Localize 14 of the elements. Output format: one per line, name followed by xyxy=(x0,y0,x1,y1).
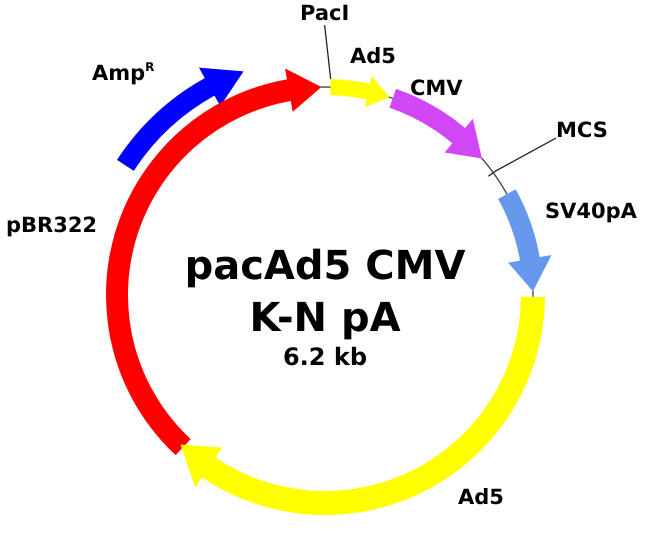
gene-segment xyxy=(180,296,545,515)
site-label: PacI xyxy=(300,2,350,26)
plasmid-size: 6.2 kb xyxy=(282,343,368,371)
feature-label: Ad5 xyxy=(458,486,504,510)
feature-label: SV40pA xyxy=(545,200,637,224)
feature-label: pBR322 xyxy=(6,214,98,238)
leader-line xyxy=(488,138,556,177)
site-label: MCS xyxy=(556,119,608,142)
gene-segment xyxy=(330,76,390,108)
feature-label: CMV xyxy=(410,77,463,100)
plasmid-name: pacAd5 CMV K-N pA xyxy=(184,242,466,343)
leader-line xyxy=(324,25,332,80)
feature-label: Amp$^{R}$ xyxy=(92,62,154,86)
feature-label: Ad5 xyxy=(350,45,396,68)
